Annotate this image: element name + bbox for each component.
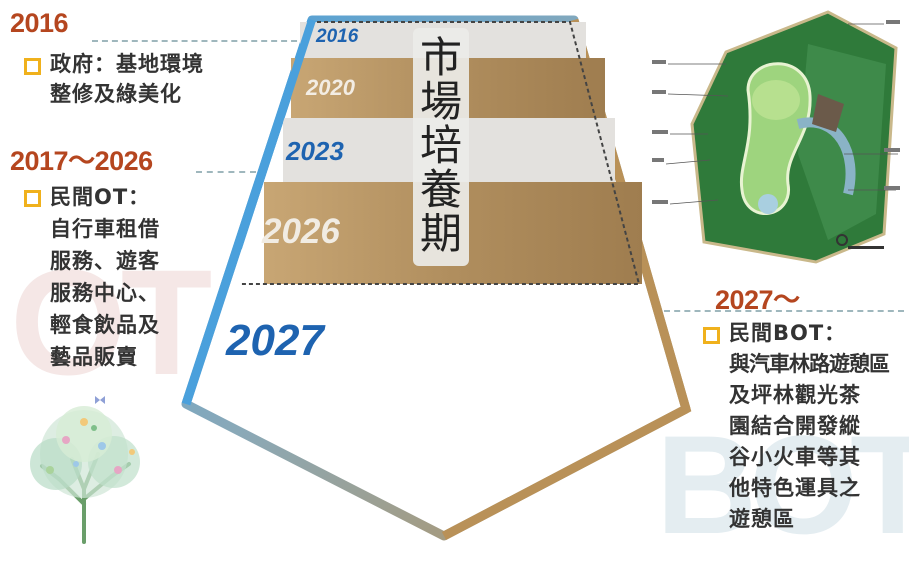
bullet-icon [24,190,41,207]
section-2027-line: 園結合開發縱 [729,414,861,438]
watermark-ot: OT [10,238,212,406]
title-char: 養 [419,165,462,214]
title-char: 市 [419,33,462,82]
section-2017-line: 服務中心、 [50,281,160,305]
divider-2017-2026 [196,171,256,173]
band-year-2016: 2016 [316,26,359,47]
band-year-2023: 2023 [286,136,344,166]
section-2016-label: 政府：基地環境 [50,52,204,76]
timeline-shield [181,15,692,541]
section-2017-label: 民間OT： [50,185,151,209]
tree-canopy [30,406,140,498]
tree-illustration [30,396,140,544]
section-2027-line: 與汽車林路遊憩區 [729,352,890,376]
section-2017-line: 自行車租借 [50,217,160,241]
divider-2016 [92,40,307,42]
site-plan-map [652,10,900,264]
title-backdrop [413,28,469,266]
scale-bar-icon [836,234,884,249]
section-2027-label: 民間BOT： [729,321,847,345]
market-cultivation-title: 市 場 培 養 期 [415,36,467,256]
section-2017-line: 服務、遊客 [50,249,160,273]
title-char: 培 [419,121,462,170]
section-2027-line: 及坪林觀光茶 [729,383,861,407]
butterfly-icon [95,396,105,404]
band-year-2026: 2026 [262,212,340,251]
section-2027-line: 遊憩區 [729,507,795,531]
year-2027-label: 2027 [226,316,324,365]
section-2017-text: 民間OT： 自行車租借 服務、遊客 服務中心、 輕食飲品及 藝品販賣 [50,181,160,373]
title-char: 場 [419,77,462,126]
band-year-2020: 2020 [306,75,355,100]
bullet-icon [703,327,720,344]
section-2027-line: 他特色運具之 [729,476,861,500]
watermark-bot: BOT [656,406,909,563]
section-2016-text: 政府：基地環境 整修及綠美化 [50,49,204,109]
bullet-icon [24,58,41,75]
divider-2027 [664,310,904,312]
section-2016-line: 整修及綠美化 [50,82,182,106]
section-2017-line: 藝品販賣 [50,345,138,369]
year-heading-2016: 2016 [10,8,69,38]
section-2027-line: 谷小火車等其 [729,445,861,469]
year-heading-2017-2026: 2017～2026 [10,146,153,176]
title-char: 期 [419,209,462,258]
bands-outline [240,21,641,285]
section-2017-line: 輕食飲品及 [50,313,160,337]
section-2027-text: 民間BOT： 與汽車林路遊憩區 及坪林觀光茶 園結合開發縱 谷小火車等其 他特色… [729,318,890,535]
